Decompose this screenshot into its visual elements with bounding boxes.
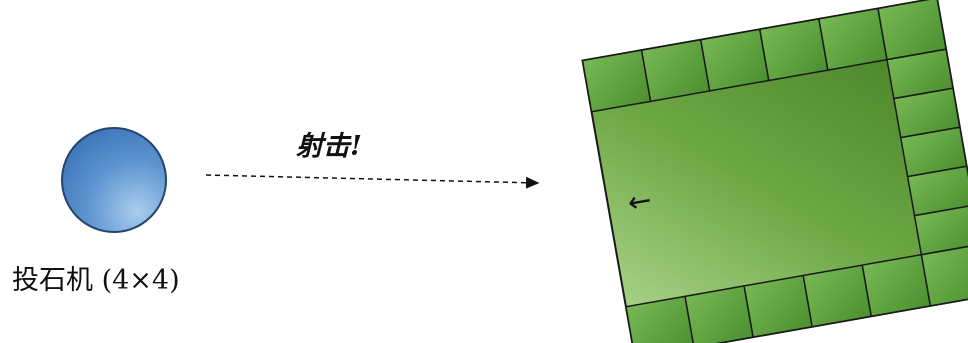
target-tile-top <box>817 7 888 71</box>
shoot-label: 射击! <box>296 131 362 162</box>
target-formation: ← <box>581 0 968 343</box>
target-tile-top <box>581 49 652 113</box>
shot-arrow <box>205 174 540 189</box>
left-arrow-icon: ← <box>625 183 654 220</box>
catapult-unit <box>61 127 167 233</box>
target-tile-bottom <box>743 274 814 338</box>
target-tile-top <box>640 38 711 103</box>
target-tile-bottom <box>684 285 755 343</box>
target-tile-top <box>699 28 770 92</box>
target-tile-bottom <box>802 264 873 328</box>
catapult-label: 投石机 (4×4) <box>12 265 180 296</box>
target-tile-top <box>758 18 829 82</box>
target-tile-right <box>913 204 968 256</box>
target-tile-bottom <box>861 253 932 318</box>
